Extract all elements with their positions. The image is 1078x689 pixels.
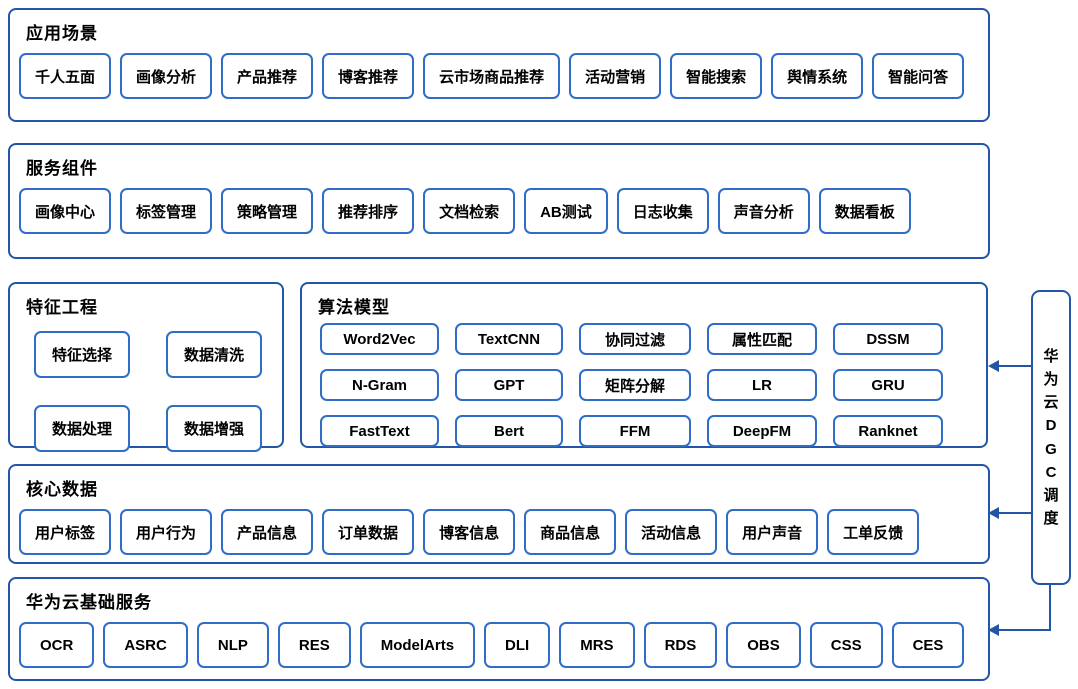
chip: Bert xyxy=(455,415,563,447)
section-app-scenarios: 应用场景 千人五面画像分析产品推荐博客推荐云市场商品推荐活动营销智能搜索舆情系统… xyxy=(8,8,990,122)
chip: MRS xyxy=(559,622,635,668)
chip: GPT xyxy=(455,369,563,401)
arrow-left-icon xyxy=(988,360,999,372)
chip: RDS xyxy=(643,622,718,668)
chips-grid: Word2Vec TextCNN 协同过滤属性匹配 DSSM N-Gram GPT 矩阵分解… xyxy=(302,318,986,447)
chip: 活动营销 xyxy=(569,53,662,99)
chip: 用户声音 xyxy=(726,509,819,555)
vertical-char: 华 xyxy=(1043,347,1059,365)
chip: 活动信息 xyxy=(625,509,718,555)
chip: 协同过滤 xyxy=(579,323,691,355)
chip: 商品信息 xyxy=(524,509,617,555)
arrow-line xyxy=(1049,585,1051,631)
chip: 日志收集 xyxy=(616,188,709,234)
chips-grid: 特征选择数据清洗数据处理数据增强 xyxy=(10,318,282,452)
chips-row: 用户标签用户行为产品信息订单数据博客信息商品信息活动信息用户声音工单反馈 xyxy=(10,500,988,555)
chip: Ranknet xyxy=(833,415,943,447)
vertical-char: 调 xyxy=(1043,487,1059,504)
section-core-data: 核心数据 用户标签用户行为产品信息订单数据博客信息商品信息活动信息用户声音工单反… xyxy=(8,464,990,564)
chip: GRU xyxy=(833,369,943,401)
chip: 博客推荐 xyxy=(322,53,415,99)
chip: 智能搜索 xyxy=(670,53,763,99)
vertical-char: C xyxy=(1045,463,1057,481)
chip: 画像分析 xyxy=(120,53,213,99)
chip: DLI xyxy=(484,622,551,668)
arrow-line xyxy=(998,629,1051,631)
chip: Word2Vec xyxy=(320,323,439,355)
chip: 产品推荐 xyxy=(221,53,314,99)
section-title: 华为云基础服务 xyxy=(26,593,152,612)
chips-row: 千人五面画像分析产品推荐博客推荐云市场商品推荐活动营销智能搜索舆情系统智能问答 xyxy=(10,44,988,99)
chip: 标签管理 xyxy=(120,188,213,234)
chip: CES xyxy=(891,622,965,668)
section-title: 算法模型 xyxy=(318,298,390,317)
vertical-char: D xyxy=(1045,417,1057,435)
arrow-line xyxy=(997,365,1031,367)
arrow-left-icon xyxy=(988,507,999,519)
chip: 数据处理 xyxy=(34,405,130,452)
chip: 矩阵分解 xyxy=(579,369,691,401)
arrow-line xyxy=(997,512,1031,514)
section-title: 核心数据 xyxy=(26,480,98,499)
vertical-char: 度 xyxy=(1043,510,1059,528)
chip: 智能问答 xyxy=(872,53,965,99)
chip: AB测试 xyxy=(524,188,608,234)
vertical-char: G xyxy=(1045,440,1057,458)
chip: 博客信息 xyxy=(423,509,516,555)
section-title: 应用场景 xyxy=(26,24,98,43)
chip: 订单数据 xyxy=(322,509,415,555)
chip: N-Gram xyxy=(320,369,439,401)
chip: TextCNN xyxy=(455,323,563,355)
chip: NLP xyxy=(196,622,269,668)
chip: 画像中心 xyxy=(19,188,112,234)
chip: 舆情系统 xyxy=(771,53,864,99)
vertical-char: 云 xyxy=(1043,394,1059,411)
chip: 文档检索 xyxy=(423,188,516,234)
chip: 产品信息 xyxy=(221,509,314,555)
section-title: 服务组件 xyxy=(26,159,98,178)
chip: 属性匹配 xyxy=(707,323,817,355)
chip: LR xyxy=(707,369,817,401)
chip: 用户标签 xyxy=(19,509,112,555)
chip: 千人五面 xyxy=(19,53,112,99)
vertical-char: 为 xyxy=(1043,370,1059,388)
chip: RES xyxy=(277,622,351,668)
chip: ModelArts xyxy=(359,622,476,668)
chip: 用户行为 xyxy=(120,509,213,555)
chip: 数据增强 xyxy=(166,405,262,452)
chip: DSSM xyxy=(833,323,943,355)
chip: 数据看板 xyxy=(818,188,911,234)
chip: 特征选择 xyxy=(34,331,130,378)
chip: 工单反馈 xyxy=(827,509,920,555)
section-algorithm-models: 算法模型 Word2Vec TextCNN 协同过滤属性匹配 DSSM N-Gram GP… xyxy=(300,282,988,448)
chip: FastText xyxy=(320,415,439,447)
section-title: 特征工程 xyxy=(26,298,98,317)
chip: CSS xyxy=(809,622,883,668)
chip: ASRC xyxy=(103,622,188,668)
chip: FFM xyxy=(579,415,691,447)
chip: DeepFM xyxy=(707,415,817,447)
chip: OBS xyxy=(726,622,801,668)
section-feature-engineering: 特征工程 特征选择数据清洗数据处理数据增强 xyxy=(8,282,284,452)
chip: 策略管理 xyxy=(221,188,314,234)
arrow-left-icon xyxy=(988,624,999,636)
chip: 数据清洗 xyxy=(166,331,262,378)
chip: 推荐排序 xyxy=(322,188,415,234)
chip: 声音分析 xyxy=(717,188,810,234)
chip: OCR xyxy=(19,622,95,668)
chip: 云市场商品推荐 xyxy=(423,53,561,99)
